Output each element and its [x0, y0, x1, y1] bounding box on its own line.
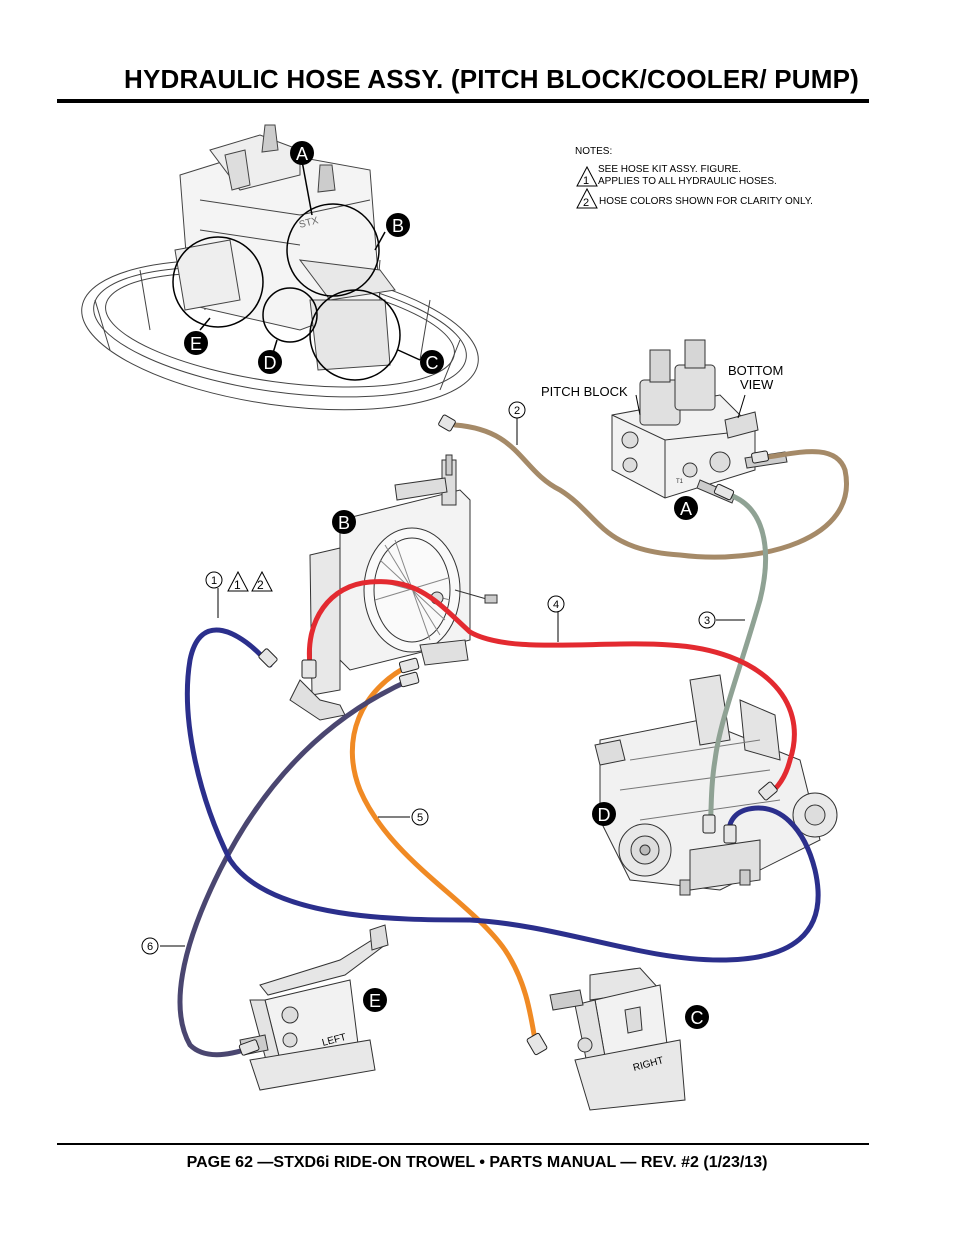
- bottom-view-label-line-1: BOTTOM: [728, 363, 783, 378]
- hose-4: [306, 579, 797, 798]
- badge-e-overview: [184, 331, 208, 355]
- note-1-line-1: SEE HOSE KIT ASSY. FIGURE.: [598, 164, 741, 175]
- hose-fittings: [238, 414, 778, 1056]
- svg-text:1: 1: [234, 578, 241, 592]
- oil-cooler: [289, 454, 498, 721]
- item-1-circle: [205, 571, 223, 589]
- notes-heading: NOTES:: [575, 146, 612, 157]
- badge-c-overview: [420, 350, 444, 374]
- letter-b-cooler: B: [338, 513, 350, 533]
- note-2: HOSE COLORS SHOWN FOR CLARITY ONLY.: [599, 196, 813, 207]
- letter-c-overview: C: [426, 353, 439, 373]
- item-3-number: 3: [704, 615, 710, 627]
- detail-circles: [172, 149, 421, 381]
- pump-assembly: [594, 674, 838, 896]
- item-2-number: 2: [514, 405, 520, 417]
- item-5-circle: [411, 808, 429, 826]
- svg-text:STX: STX: [298, 215, 320, 231]
- badge-a-overview: [290, 141, 314, 165]
- badge-e-left-motor: [363, 988, 387, 1012]
- trowel-overview: STX: [81, 124, 479, 411]
- hose-6: [177, 677, 413, 1058]
- svg-text:1: 1: [583, 175, 589, 187]
- note-flag-1: 1: [576, 165, 598, 187]
- right-motor: [549, 967, 686, 1111]
- letter-e-overview: E: [190, 334, 202, 354]
- badge-d-pump: [592, 802, 616, 826]
- bottom-view-label-line-2: VIEW: [740, 377, 774, 392]
- badge-c-right-motor: [685, 1005, 709, 1029]
- badge-a-pitch-block: [674, 496, 698, 520]
- letter-d-overview: D: [264, 353, 277, 373]
- item-callouts: [141, 401, 745, 955]
- svg-text:2: 2: [257, 578, 264, 592]
- hose-2: [452, 422, 849, 560]
- item-6-circle: [141, 937, 159, 955]
- letter-a-pitch-block: A: [680, 499, 692, 519]
- letter-e-left-motor: E: [369, 991, 381, 1011]
- pitch-block-label: PITCH BLOCK: [541, 384, 628, 399]
- badge-b-cooler: [332, 510, 356, 534]
- item-2-circle: [508, 401, 526, 419]
- letter-d-pump: D: [598, 805, 611, 825]
- page-title: HYDRAULIC HOSE ASSY. (PITCH BLOCK/COOLER…: [124, 64, 860, 94]
- note-1-line-2: APPLIES TO ALL HYDRAULIC HOSES.: [598, 176, 777, 187]
- detail-circle-d: [262, 287, 318, 343]
- t1-label: T1: [676, 479, 684, 485]
- item-1-number: 1: [211, 575, 217, 587]
- letter-c-right-motor: C: [691, 1008, 704, 1028]
- detail-circle-e: [172, 236, 264, 328]
- letter-b-overview: B: [392, 216, 404, 236]
- item-5-number: 5: [417, 812, 423, 824]
- svg-text:2: 2: [583, 197, 589, 209]
- detail-badges: [184, 141, 709, 1029]
- pitch-block: T1: [611, 339, 788, 504]
- title-rule: [57, 99, 869, 103]
- hose-1: [184, 627, 821, 963]
- letter-a-overview: A: [296, 144, 308, 164]
- page-footer: PAGE 62 —STXD6i RIDE-ON TROWEL • PARTS M…: [186, 1154, 768, 1171]
- left-motor: [239, 924, 389, 1091]
- badge-b-overview: [386, 213, 410, 237]
- item-4-number: 4: [553, 599, 559, 611]
- badge-d-overview: [258, 350, 282, 374]
- hose-3: [707, 492, 769, 828]
- item-1-flags: 1 2: [227, 570, 273, 592]
- detail-circle-c: [309, 289, 401, 381]
- note-flag-2: 2: [576, 187, 598, 209]
- item-6-number: 6: [147, 941, 153, 953]
- footer-rule: [57, 1143, 869, 1145]
- hose-5: [349, 662, 538, 1043]
- item-3-circle: [698, 611, 716, 629]
- item-4-circle: [547, 595, 565, 613]
